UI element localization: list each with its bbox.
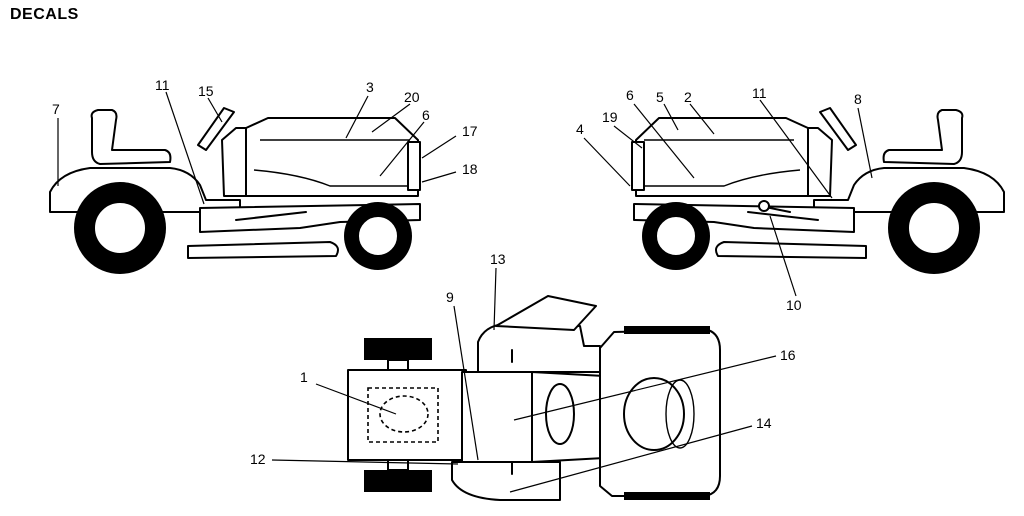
callout-11-right: 11 (752, 85, 767, 101)
right-grille-decal (631, 141, 645, 191)
top-hood-side-upper (477, 323, 601, 373)
top-rear-tire-upper (624, 326, 710, 334)
callout-7: 7 (52, 101, 60, 117)
callout-11-left: 11 (155, 77, 170, 93)
callout-9: 9 (446, 289, 454, 305)
callout-19: 19 (602, 109, 618, 125)
top-hood-side-lower (451, 461, 561, 501)
left-mower-deck (187, 241, 339, 259)
callout-8: 8 (854, 91, 862, 107)
left-seat (90, 109, 172, 165)
top-grille-decal-area (367, 387, 439, 443)
callout-13: 13 (490, 251, 506, 267)
top-steering (545, 383, 575, 445)
left-hood (245, 117, 419, 197)
callout-6-left: 6 (422, 107, 430, 123)
left-grille-decal (407, 141, 421, 191)
right-rear-hub (907, 201, 961, 255)
tractor-top-view (347, 295, 721, 501)
top-hood (461, 371, 535, 463)
top-rear-tire-lower (624, 492, 710, 500)
callout-14: 14 (756, 415, 772, 431)
top-discharge-chute (495, 295, 597, 331)
callout-17: 17 (462, 123, 478, 139)
callout-16: 16 (780, 347, 796, 363)
left-rear-hub (93, 201, 147, 255)
top-front-tire-lower (364, 470, 432, 492)
top-seat (623, 377, 685, 451)
right-mower-deck (715, 241, 867, 259)
callout-6-right: 6 (626, 87, 634, 103)
tractor-right-side-view (631, 107, 1005, 274)
page-title: DECALS (10, 6, 79, 23)
left-front-hub (357, 215, 399, 257)
left-steering-wheel (197, 107, 235, 151)
callout-labels: 7 11 15 3 20 6 17 18 4 19 6 5 2 11 8 10 … (52, 77, 862, 467)
tractor-left-side-view (49, 107, 421, 274)
right-steering-wheel (819, 107, 857, 151)
top-front-tire-upper (364, 338, 432, 360)
top-grille (347, 369, 467, 461)
callout-5: 5 (656, 89, 664, 105)
callout-10: 10 (786, 297, 802, 313)
callout-2: 2 (684, 89, 692, 105)
callout-1: 1 (300, 369, 308, 385)
callout-3: 3 (366, 79, 374, 95)
right-hood (635, 117, 809, 197)
right-front-hub (655, 215, 697, 257)
callout-20: 20 (404, 89, 420, 105)
callout-18: 18 (462, 161, 478, 177)
callout-15: 15 (198, 83, 214, 99)
leader-lines (57, 91, 873, 493)
callout-12: 12 (250, 451, 266, 467)
right-seat (882, 109, 964, 165)
callout-4: 4 (576, 121, 584, 137)
